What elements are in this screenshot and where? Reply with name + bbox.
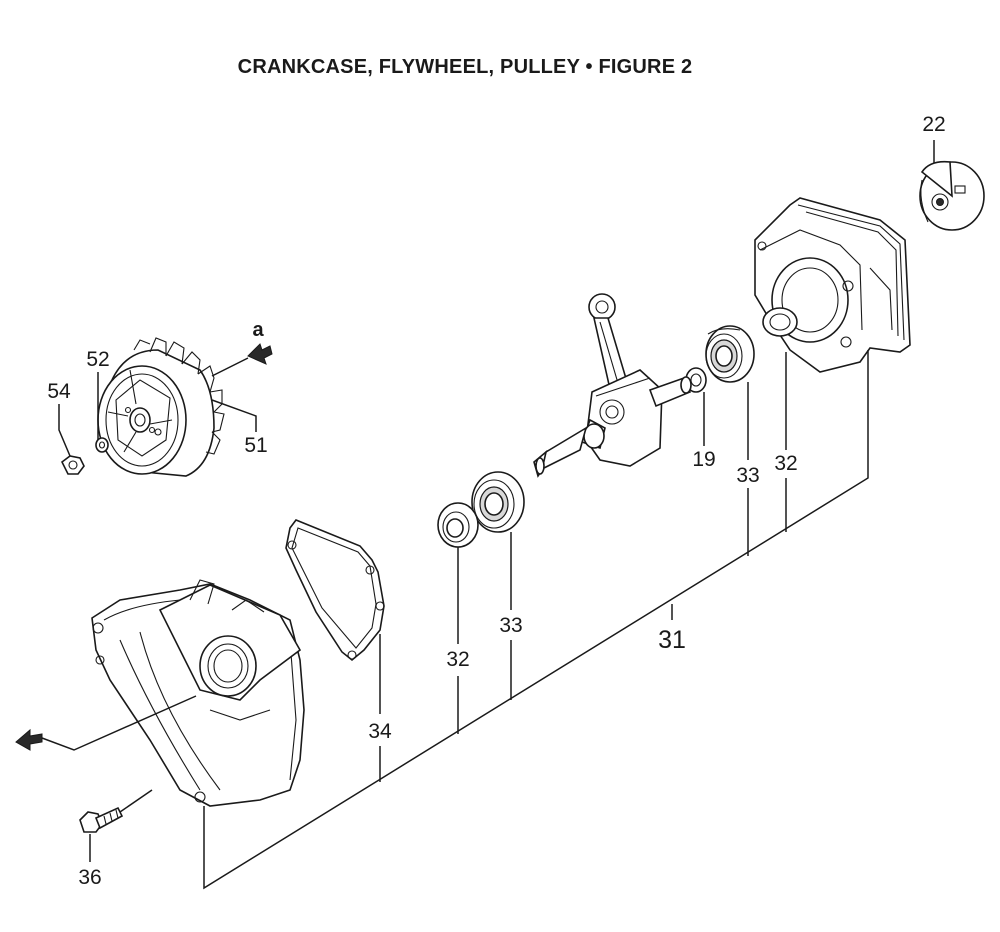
pulley-part-22 — [919, 160, 985, 231]
flywheel-part-51 — [97, 337, 225, 477]
bolt-part-36 — [79, 806, 124, 833]
crankshaft-assembly — [533, 293, 692, 478]
bearing-part-33-lower — [471, 471, 525, 533]
callout-34: 34 — [368, 720, 392, 743]
callout-33-lower: 33 — [499, 614, 522, 637]
callout-32-lower: 32 — [446, 648, 469, 671]
bearing-part-33-upper — [705, 325, 755, 383]
gasket-part-34 — [285, 519, 385, 662]
callout-a: a — [252, 319, 264, 341]
figure-title: CRANKCASE, FLYWHEEL, PULLEY • FIGURE 2 — [237, 56, 693, 78]
callout-36: 36 — [78, 866, 101, 889]
callout-32-upper: 32 — [774, 452, 797, 475]
nut-part-54 — [60, 455, 85, 475]
callout-31: 31 — [658, 626, 686, 654]
washer-part-52 — [95, 437, 109, 453]
callout-52: 52 — [86, 348, 109, 371]
callout-22: 22 — [922, 113, 945, 136]
callout-51: 51 — [244, 434, 267, 457]
callout-33-upper: 33 — [736, 464, 759, 487]
oil-seal-part-32-lower — [437, 502, 479, 548]
callout-19: 19 — [692, 448, 715, 471]
leader-lines — [41, 140, 935, 890]
callout-54: 54 — [47, 380, 71, 403]
crankcase-half-left — [91, 579, 305, 807]
direction-arrow-a — [247, 343, 273, 365]
direction-arrow-left — [15, 728, 43, 751]
crankcase-half-right — [754, 197, 911, 373]
